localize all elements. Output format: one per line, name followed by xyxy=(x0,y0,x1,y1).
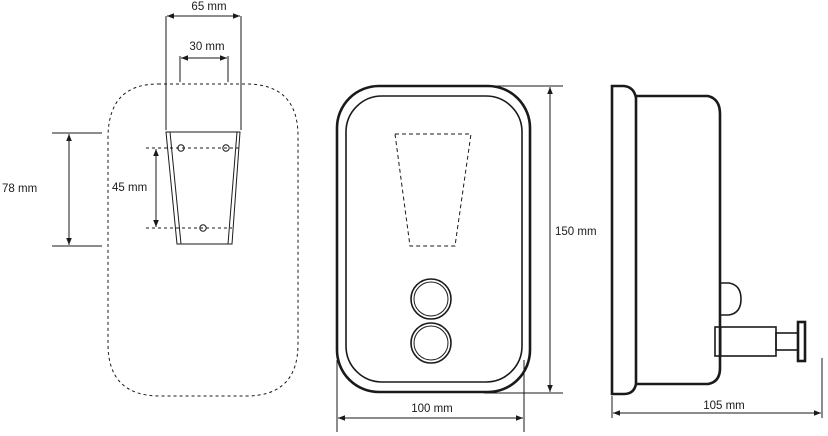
level-window-outline xyxy=(394,133,472,247)
dimension-100mm: 100 mm xyxy=(336,360,525,432)
dimension-30mm: 30 mm xyxy=(179,41,229,82)
label-45mm: 45 mm xyxy=(112,182,147,194)
label-100mm: 100 mm xyxy=(411,403,453,415)
push-button-bottom xyxy=(410,322,452,364)
body-inner-panel xyxy=(345,95,523,383)
dimension-45mm: 45 mm xyxy=(112,149,159,227)
side-body xyxy=(636,94,722,386)
wall-bracket xyxy=(714,320,807,363)
body-outer-frame xyxy=(335,84,532,394)
label-150mm: 150 mm xyxy=(555,226,597,238)
label-78mm: 78 mm xyxy=(2,183,37,195)
front-plate xyxy=(610,84,638,396)
front-view: 150 mm 100 mm xyxy=(335,84,597,432)
side-view: 105 mm xyxy=(610,84,823,418)
screw-hole-top-right xyxy=(222,144,230,152)
push-knob xyxy=(720,282,742,316)
dispenser-footprint-outline xyxy=(107,83,299,397)
dimension-78mm: 78 mm xyxy=(2,132,102,247)
push-button-top xyxy=(410,278,452,320)
label-65mm: 65 mm xyxy=(191,1,226,13)
mounting-bracket xyxy=(165,131,241,245)
mounting-view: 65 mm 30 mm 78 mm 45 mm xyxy=(2,1,299,397)
dimension-150mm: 150 mm xyxy=(484,85,597,394)
label-30mm: 30 mm xyxy=(189,41,224,53)
dimension-65mm: 65 mm xyxy=(165,1,242,130)
dimension-105mm: 105 mm xyxy=(611,358,823,418)
label-105mm: 105 mm xyxy=(703,400,745,412)
